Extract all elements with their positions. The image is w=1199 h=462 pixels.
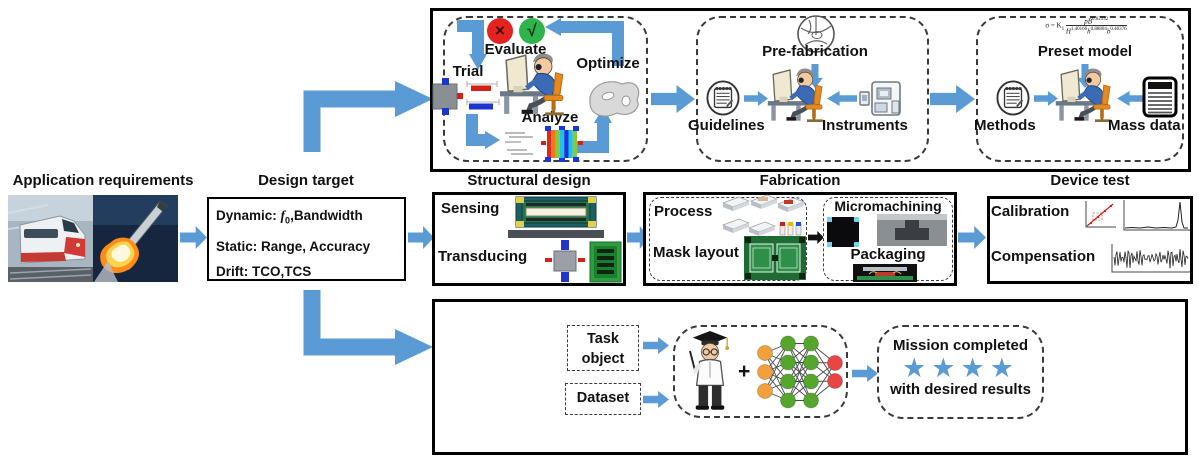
- guidelines-notepad-icon: [706, 80, 740, 116]
- neural-network-svg: [757, 335, 843, 409]
- fail-mark-icon: ×: [487, 18, 513, 44]
- instruments-label: Instruments: [822, 117, 908, 134]
- preset-formula: σ = K1 pB0.62332 H1.40166h0.88804b0.4037…: [1045, 17, 1127, 36]
- calibration-label: Calibration: [991, 203, 1070, 220]
- packaging-image: [853, 264, 917, 282]
- arrow-design-to-structural: [408, 226, 434, 249]
- f0-symbol: f: [280, 208, 286, 223]
- fabrication-title: Fabrication: [759, 172, 841, 189]
- engineer-at-computer-icon: [497, 48, 573, 118]
- mask-layout-image: [744, 236, 806, 280]
- dynamic-label: Dynamic:: [216, 208, 277, 223]
- transducing-resonator-image: [545, 240, 585, 282]
- micromachining-label: Micromachining: [834, 198, 942, 214]
- packaging-label: Packaging: [850, 246, 926, 263]
- preset-model-label: Preset model: [1037, 43, 1133, 60]
- reagent-vials-icon: [779, 222, 802, 236]
- task-object-box: Task object: [567, 325, 639, 371]
- compensation-plot: [1111, 244, 1190, 273]
- guidelines-label: Guidelines: [688, 117, 765, 134]
- process-label: Process: [654, 203, 713, 220]
- mission-box: Mission completed ★★★★ with desired resu…: [877, 325, 1044, 419]
- arrow-fabrication-to-test: [958, 226, 986, 249]
- transducing-chip-image: [589, 241, 622, 283]
- design-target-title: Design target: [258, 172, 354, 189]
- design-target-drift: Drift: TCO,TCS: [216, 263, 312, 279]
- methods-notepad-icon: [996, 80, 1030, 116]
- optimize-label: Optimize: [576, 55, 640, 72]
- calibration-spectrum-plot: [1123, 200, 1190, 231]
- arrow-to-ml: [303, 290, 433, 365]
- design-target-box: Dynamic: f0,Bandwidth Static: Range, Acc…: [207, 197, 406, 281]
- sensing-label: Sensing: [441, 200, 500, 217]
- mission-line1: Mission completed: [892, 337, 1029, 354]
- dataset-box: Dataset: [565, 383, 641, 415]
- prefabrication-label: Pre-fabrication: [762, 43, 868, 60]
- prefab-engineer-icon: [766, 60, 830, 128]
- evaluate-label: Evaluate: [484, 41, 547, 58]
- pass-mark-icon: √: [519, 18, 545, 44]
- sensing-structure-image: [508, 196, 604, 238]
- mass-data-label: Mass data: [1108, 117, 1181, 134]
- rocket-image: [93, 195, 178, 282]
- process-wafer-stacks: [722, 194, 805, 237]
- calibration-linearity-plot: [1085, 201, 1116, 228]
- trial-label: Trial: [452, 63, 484, 80]
- star-rating: ★★★★: [902, 352, 1019, 383]
- iteration-cycle-arrows: [457, 18, 624, 153]
- plus-sign: +: [738, 360, 751, 383]
- design-target-static: Static: Range, Accuracy: [216, 238, 371, 254]
- device-test-box: [987, 196, 1193, 284]
- train-image: [8, 195, 93, 282]
- structural-design-title: Structural design: [467, 172, 591, 189]
- compensation-label: Compensation: [991, 248, 1096, 265]
- fem-mode-shape-icon: [541, 126, 583, 162]
- trial-sketches: [432, 78, 500, 115]
- mission-line2: with desired results: [890, 380, 1031, 398]
- micromachining-die-image: [827, 217, 859, 247]
- optimized-shape-icon: [589, 81, 640, 117]
- analysis-equations: [505, 132, 533, 155]
- methods-label: Methods: [974, 117, 1036, 134]
- mask-layout-label: Mask layout: [653, 244, 739, 261]
- application-title: Application requirements: [12, 172, 194, 189]
- arrow-application-to-design: [180, 226, 207, 249]
- mass-data-icon: [1142, 76, 1178, 118]
- application-images: [8, 195, 178, 282]
- design-target-dynamic: Dynamic: f0,Bandwidth: [216, 208, 363, 226]
- micromachining-sem-image: [877, 214, 947, 246]
- teacher-icon: [688, 330, 732, 414]
- transducing-label: Transducing: [438, 248, 528, 265]
- instrument-icon: [858, 79, 906, 119]
- compensation-waveform: [1113, 248, 1189, 269]
- arrow-to-iteration: [303, 81, 433, 152]
- device-test-title: Device test: [1050, 172, 1130, 189]
